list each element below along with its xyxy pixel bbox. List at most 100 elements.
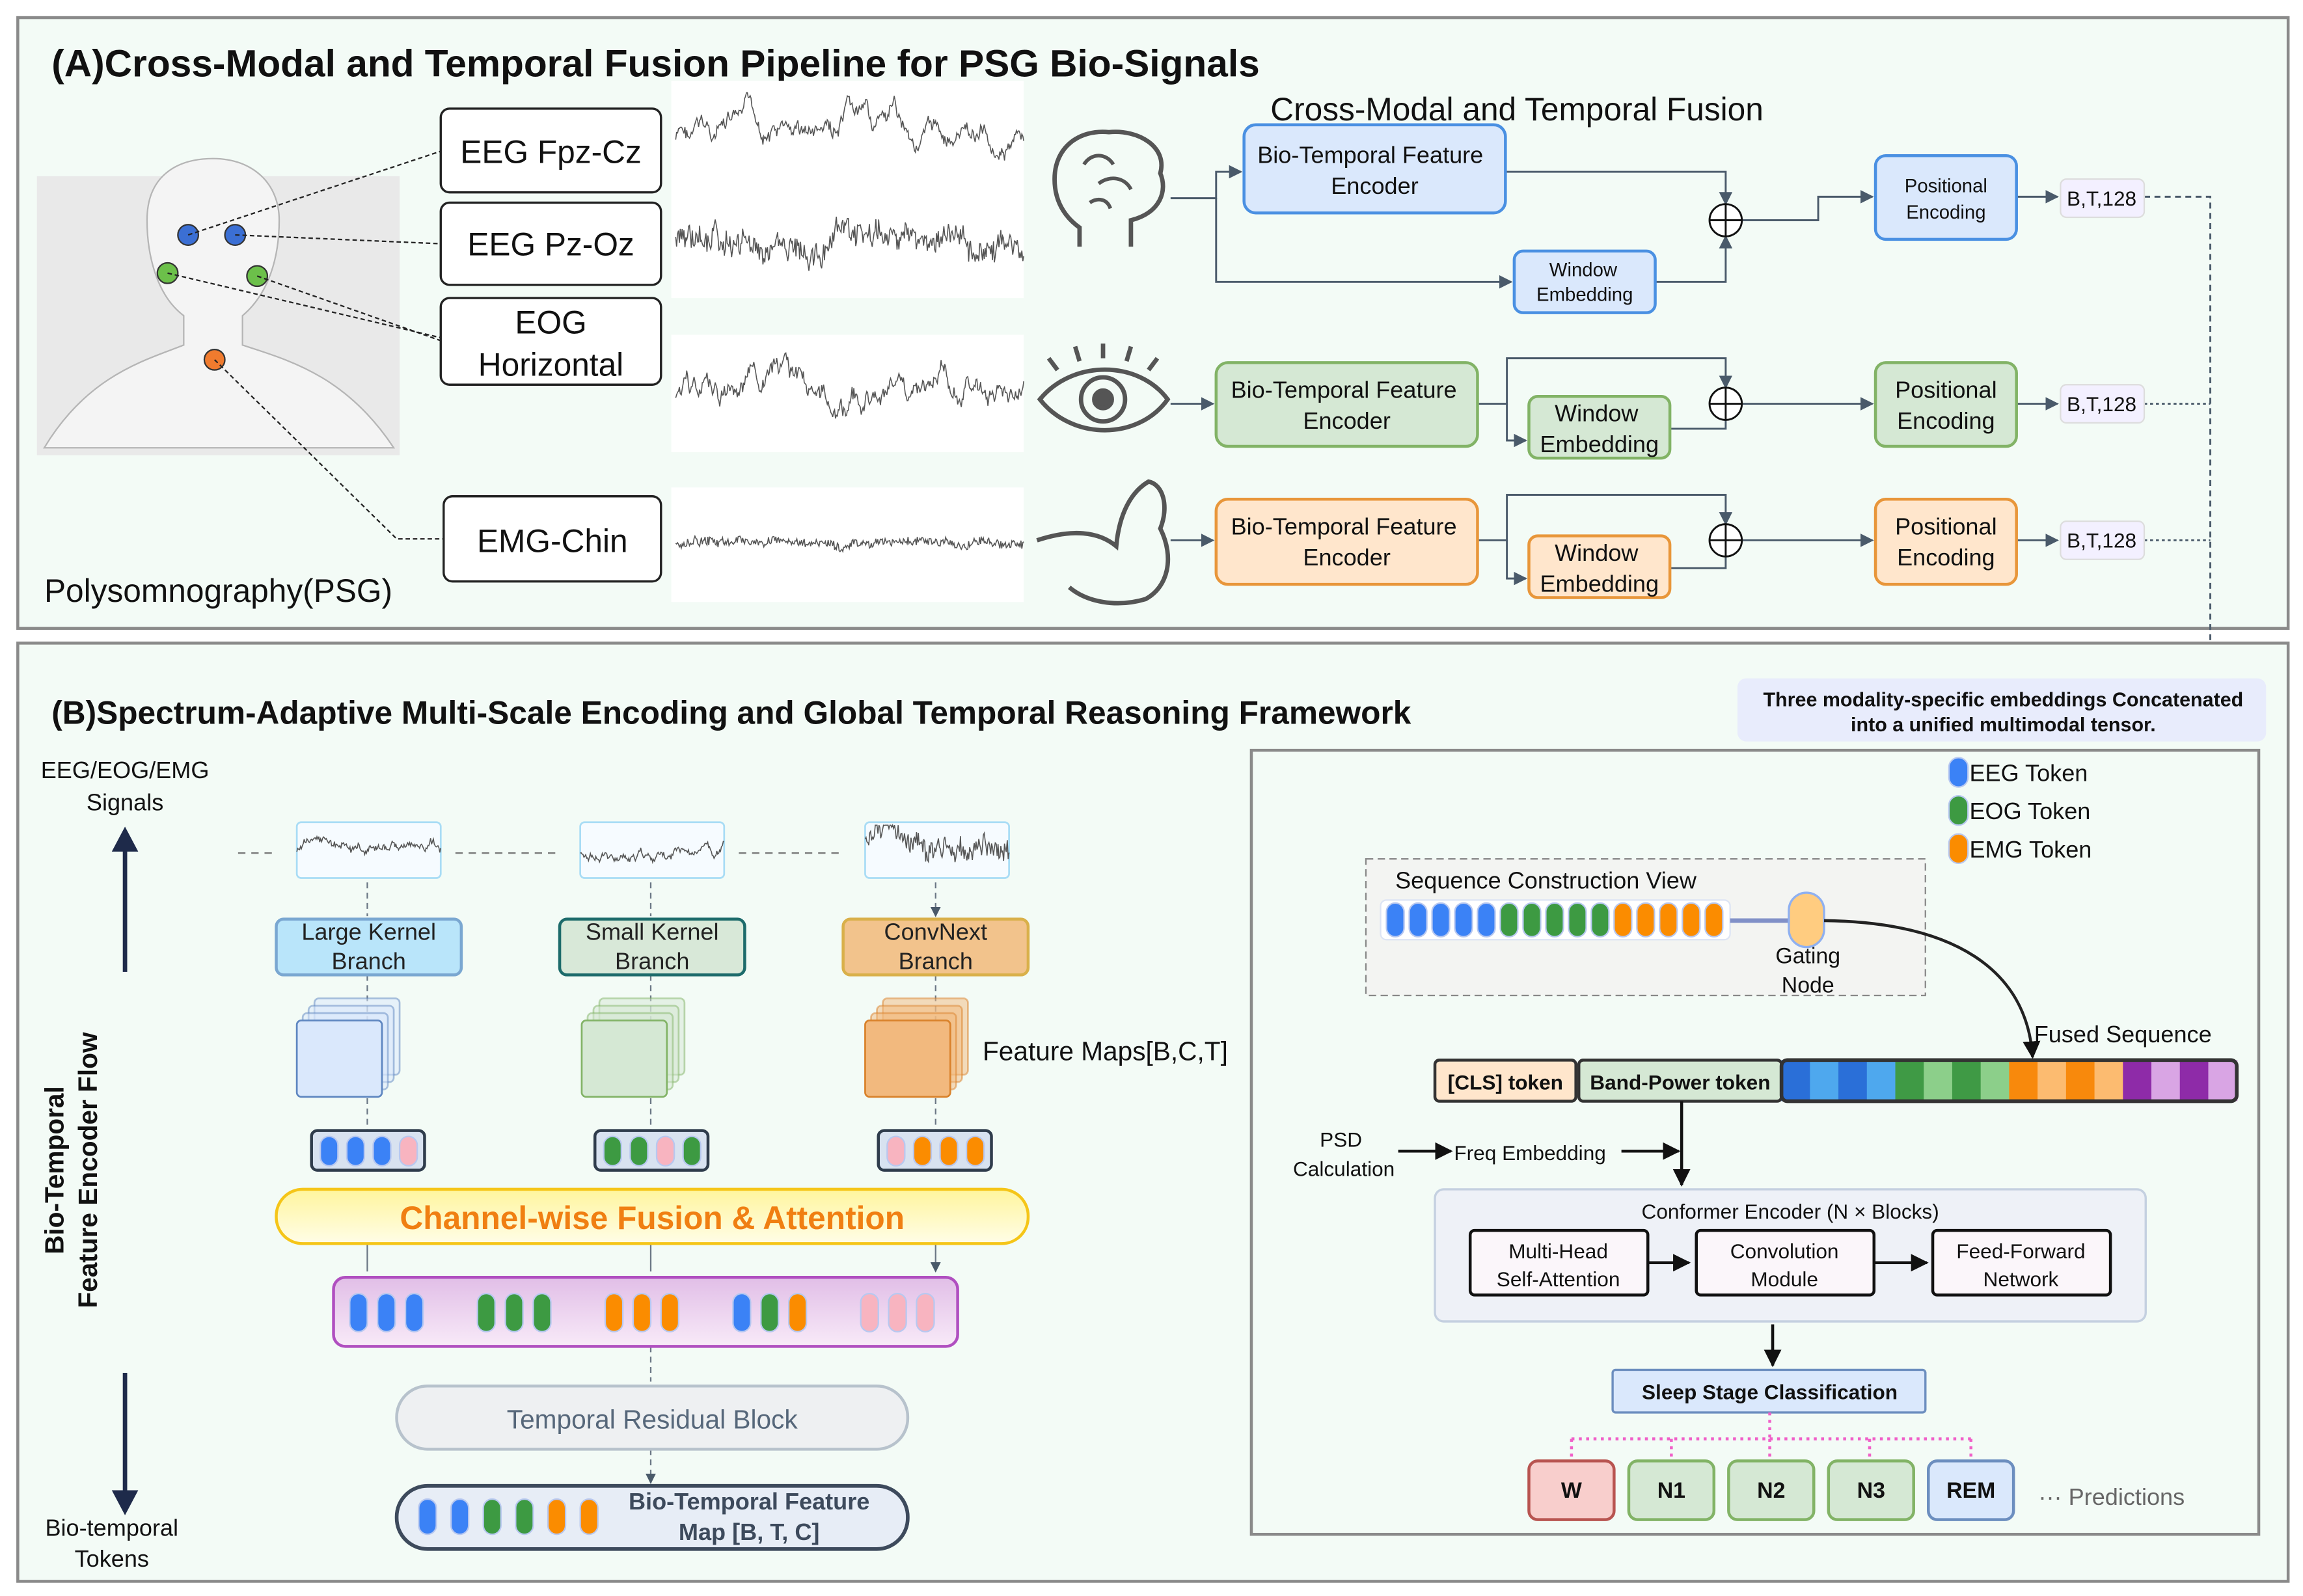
fused-sequence-segment (2065, 1060, 2095, 1102)
svg-text:Band-Power token: Band-Power token (1590, 1070, 1770, 1094)
svg-text:Conformer Encoder (N × Blocks): Conformer Encoder (N × Blocks) (1642, 1200, 1939, 1223)
token-emg (604, 1292, 624, 1332)
token-eeg (346, 1135, 366, 1167)
stage-N2: N2 (1727, 1459, 1816, 1521)
channel-label-eeg-fpz: EEG Fpz-Cz (439, 107, 662, 194)
token-emg (939, 1135, 959, 1167)
token-emg (579, 1498, 599, 1535)
svg-text:EOG: EOG (515, 304, 586, 340)
psd-label-2: Calculation (1293, 1157, 1395, 1181)
svg-text:Bio-Temporal Feature: Bio-Temporal Feature (1231, 513, 1457, 539)
token-pink (916, 1292, 935, 1332)
token-eog (1590, 902, 1610, 938)
svg-text:Module: Module (1751, 1267, 1818, 1291)
svg-text:Branch: Branch (332, 947, 406, 974)
fused-sequence-segment (2037, 1060, 2067, 1102)
svg-text:Embedding: Embedding (1540, 431, 1659, 457)
sleep-stage-classification: Sleep Stage Classification (1611, 1368, 1927, 1414)
channel-fusion-attention: Channel-wise Fusion & Attention (275, 1187, 1030, 1245)
token-eog (515, 1498, 534, 1535)
eye-icon (1037, 344, 1171, 433)
token-eog (1568, 902, 1587, 938)
token-eeg (1477, 902, 1496, 938)
panel-b-title: (B)Spectrum-Adaptive Multi-Scale Encodin… (51, 695, 1411, 731)
svg-text:Large Kernel: Large Kernel (301, 918, 436, 945)
svg-text:Node: Node (1782, 973, 1834, 998)
stage-N1: N1 (1627, 1459, 1716, 1521)
svg-text:[CLS] token: [CLS] token (1448, 1070, 1563, 1094)
token-pink (398, 1135, 418, 1167)
legend-label: EEG Token (1969, 760, 2088, 787)
token-eeg (732, 1292, 752, 1332)
tokens-label-2: Tokens (75, 1545, 149, 1572)
fused-sequence-segment (1895, 1060, 1925, 1102)
token-eeg (1431, 902, 1451, 938)
head-electrodes-icon (36, 150, 444, 540)
fused-sequence-segment (1810, 1060, 1840, 1102)
band-power-token: Band-Power token (1577, 1059, 1783, 1103)
svg-text:Encoding: Encoding (1906, 202, 1985, 223)
svg-text:Positional: Positional (1895, 513, 1997, 539)
token-eog (532, 1292, 552, 1332)
token-eog (1499, 902, 1519, 938)
svg-text:REM: REM (1946, 1478, 1995, 1503)
svg-text:EEG Fpz-Cz: EEG Fpz-Cz (460, 133, 641, 170)
svg-text:Feed-Forward: Feed-Forward (1956, 1239, 2085, 1263)
fused-sequence-segment (1952, 1060, 1982, 1102)
psd-label: PSD (1320, 1128, 1362, 1151)
feature-map (580, 1020, 668, 1098)
svg-text:Convolution: Convolution (1730, 1239, 1839, 1263)
token-eeg (418, 1498, 437, 1535)
svg-text:Branch: Branch (899, 947, 973, 974)
svg-text:Feature Encoder Flow: Feature Encoder Flow (73, 1032, 103, 1308)
legend-eeg-icon (1948, 757, 1969, 788)
svg-text:N1: N1 (1657, 1478, 1685, 1503)
eog-shape: B,T,128 (2060, 384, 2146, 424)
fused-sequence-segment (2009, 1060, 2039, 1102)
svg-text:Horizontal: Horizontal (478, 347, 623, 383)
branch-signal-waveform (296, 835, 442, 857)
svg-text:Window: Window (1555, 400, 1639, 427)
svg-text:Window: Window (1555, 539, 1639, 566)
token-emg (1704, 902, 1724, 938)
legend-eog-icon (1948, 794, 1969, 826)
svg-text:Encoding: Encoding (1897, 407, 1995, 434)
fused-sequence-segment (2208, 1060, 2238, 1102)
svg-text:W: W (1561, 1478, 1582, 1503)
token-eeg (450, 1498, 470, 1535)
svg-text:Gating: Gating (1775, 943, 1840, 968)
legend-label: EOG Token (1969, 798, 2090, 824)
svg-text:Multi-Head: Multi-Head (1508, 1239, 1608, 1263)
channel-label-eeg-pz: EEG Pz-Oz (439, 201, 662, 286)
fusion-title: Cross-Modal and Temporal Fusion (1270, 91, 1764, 128)
svg-text:B,T,128: B,T,128 (2067, 392, 2136, 416)
eeg-pz-waveform (675, 216, 1024, 271)
feature-map (295, 1020, 383, 1098)
token-eeg (377, 1292, 396, 1332)
token-eog (482, 1498, 502, 1535)
add-node-icon (1708, 203, 1743, 558)
svg-text:into a unified multimodal tens: into a unified multimodal tensor. (1851, 714, 2156, 736)
signals-label-2: Signals (87, 789, 163, 816)
eog-waveform (675, 352, 1024, 419)
token-eeg (1385, 902, 1405, 938)
token-emg (1682, 902, 1701, 938)
token-eog (504, 1292, 524, 1332)
svg-text:B,T,128: B,T,128 (2067, 187, 2136, 210)
token-eeg (372, 1135, 392, 1167)
token-eog (682, 1135, 702, 1167)
token-emg (632, 1292, 652, 1332)
feature-map (864, 1020, 951, 1098)
branch-signal-waveform (580, 840, 724, 865)
svg-text:N3: N3 (1857, 1478, 1885, 1503)
token-pink (886, 1135, 906, 1167)
predictions-label: ··· Predictions (2039, 1483, 2185, 1510)
token-emg (1636, 902, 1656, 938)
